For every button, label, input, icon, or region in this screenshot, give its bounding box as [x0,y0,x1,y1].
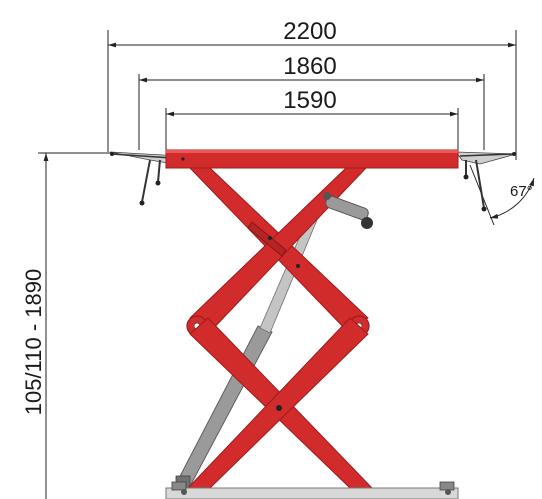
lift-platform [165,149,459,169]
arm-angle-label: 67° [510,183,533,200]
left-swing-arm [109,151,181,206]
middle-width-label: 1860 [283,53,336,80]
height-range-label: 105/110 - 1890 [21,269,46,415]
inner-width-label: 1590 [283,87,336,114]
lower-scissor-arms [186,317,374,489]
right-swing-arm [455,151,517,212]
dimension-inner-width: 1590 [165,87,459,150]
dimension-arm-angle: 67° [469,164,535,226]
upper-scissor-arms [188,167,373,335]
dimension-outer-width: 2200 [107,18,517,160]
lift-base [165,481,459,499]
outer-width-label: 2200 [283,18,336,45]
dimension-height: 105/110 - 1890 [21,152,112,499]
dimension-middle-width: 1860 [138,53,485,150]
